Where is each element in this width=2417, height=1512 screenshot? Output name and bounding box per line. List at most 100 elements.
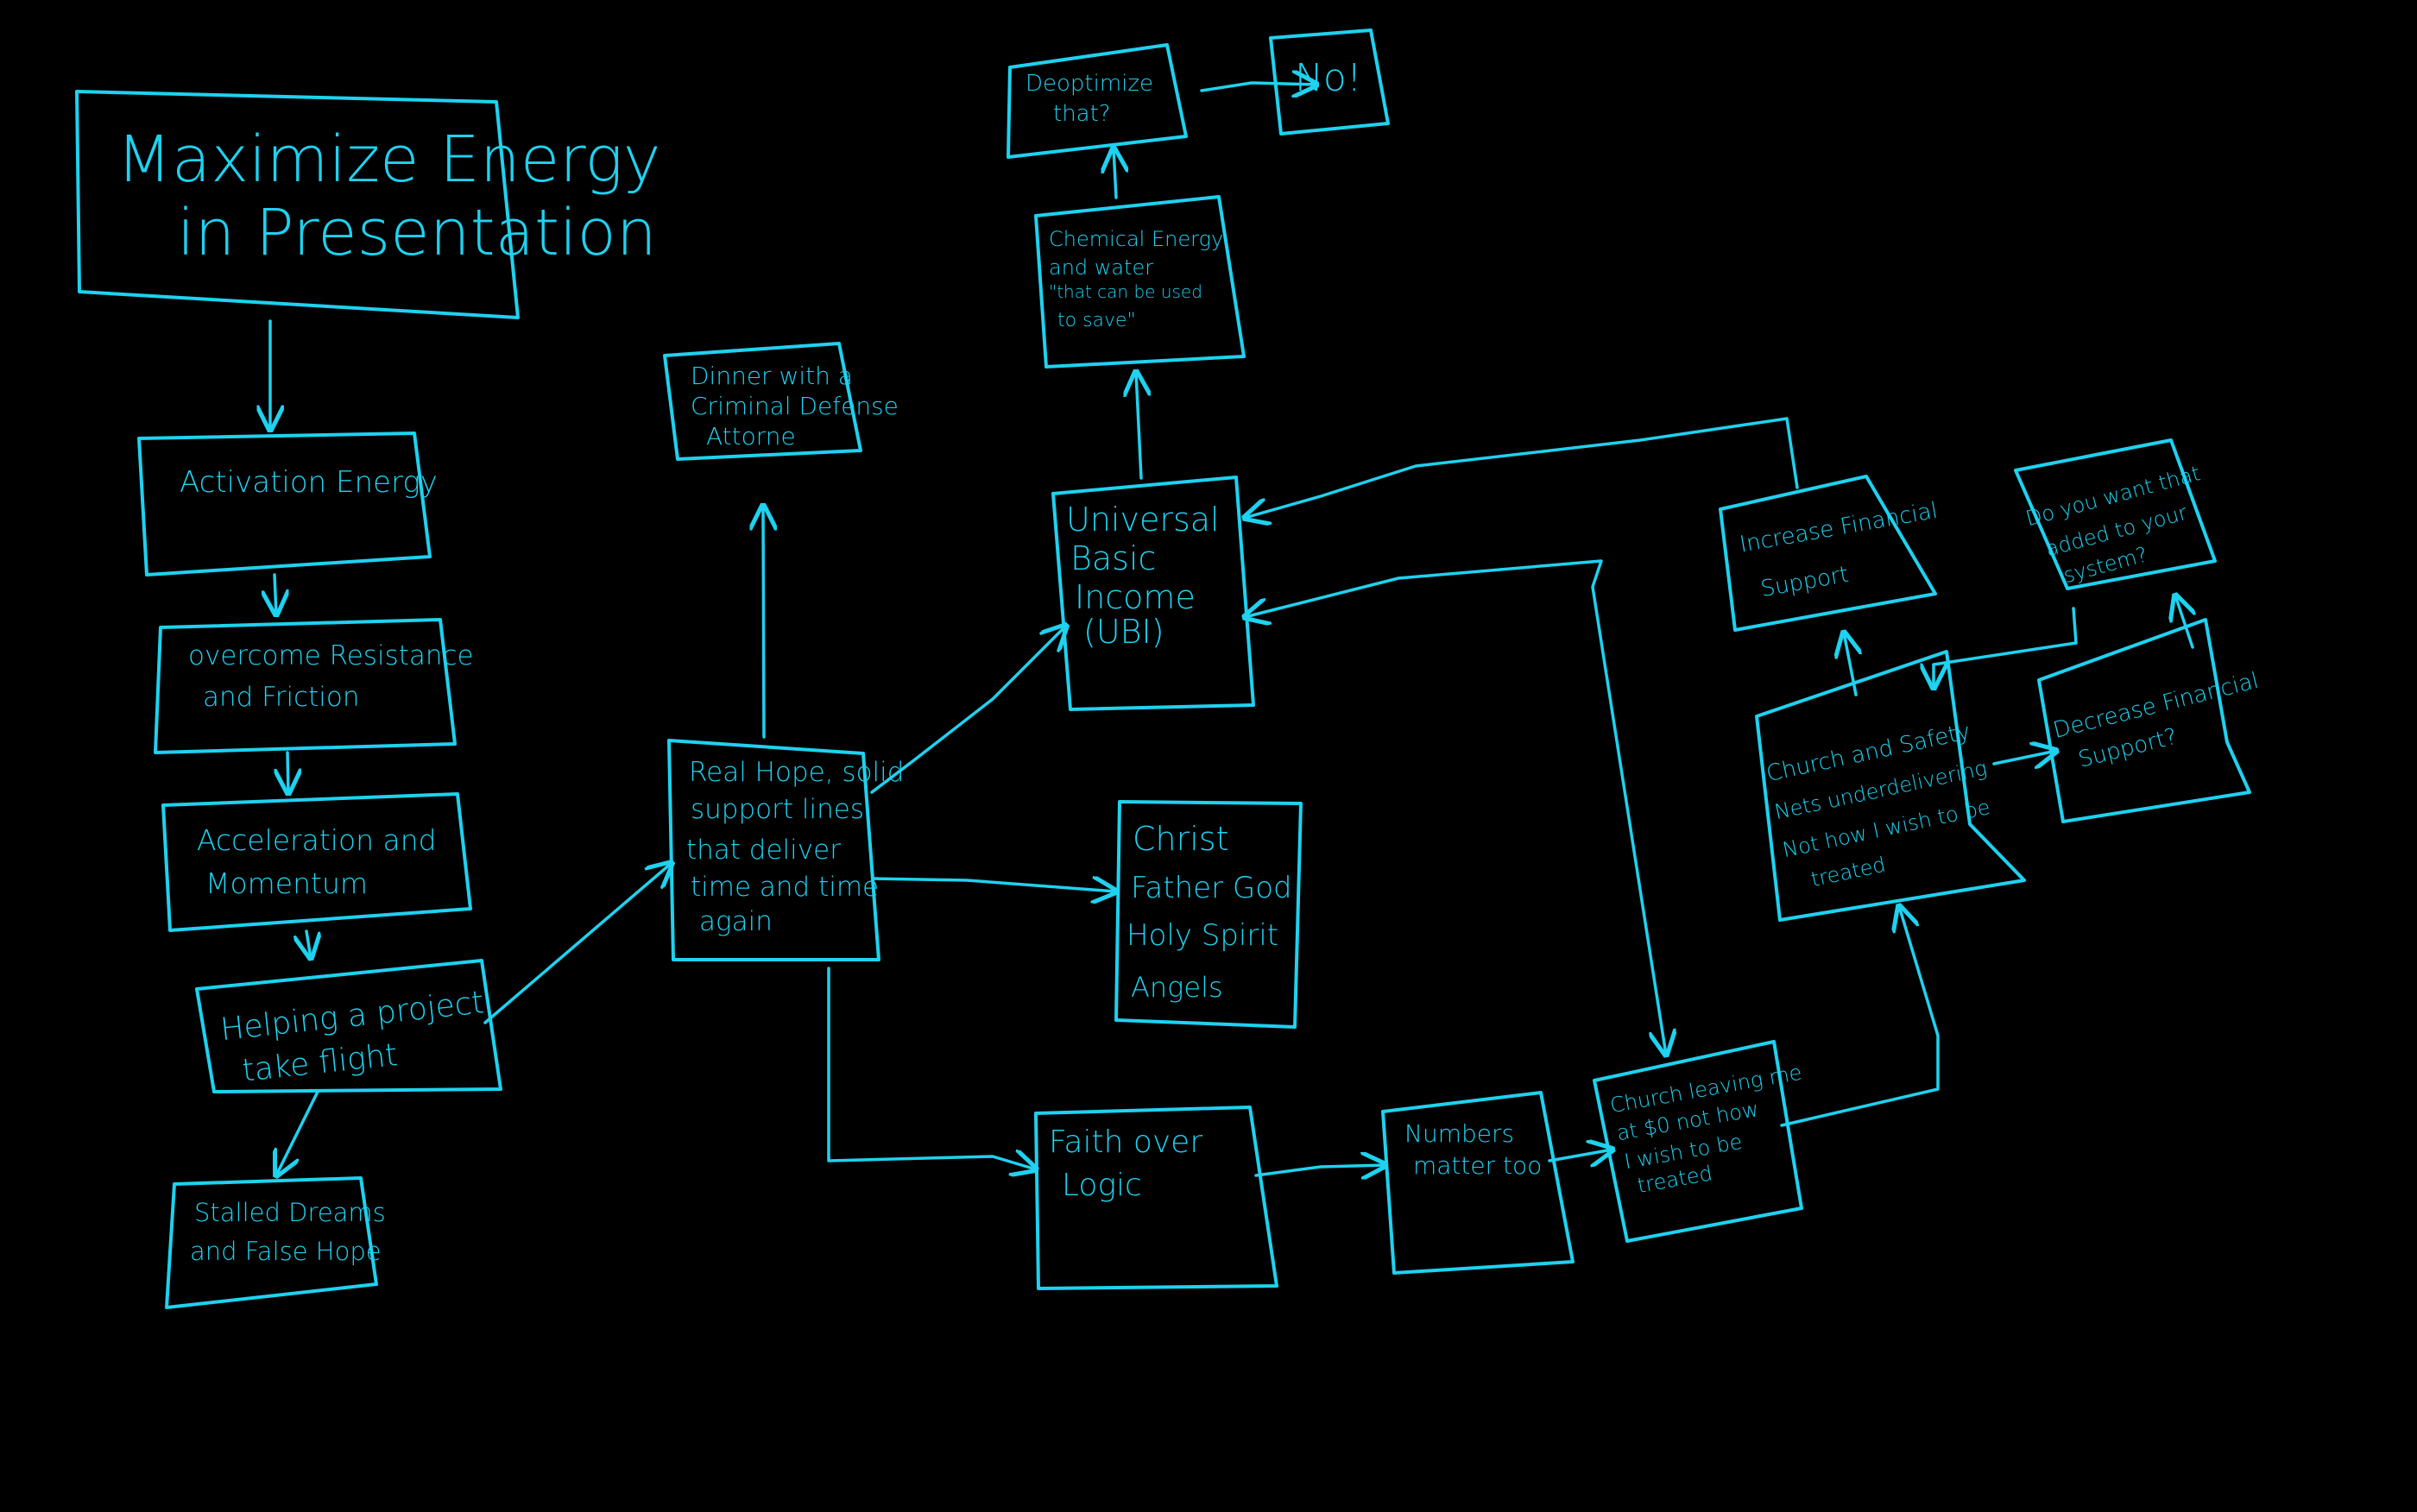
svg-text:Increase FinancialSupport: Increase FinancialSupport	[1738, 498, 1947, 605]
title-line: in Presentation	[177, 196, 657, 270]
node-label: "that can be used	[1049, 281, 1202, 302]
node-label: Activation Energy	[180, 465, 438, 500]
node-deoptimize: Deoptimize that?	[1007, 43, 1188, 159]
node-label: Numbers	[1404, 1119, 1514, 1148]
node-label: (UBI)	[1083, 613, 1164, 651]
node-label: Support	[1758, 562, 1850, 602]
node-label: Income	[1075, 578, 1196, 616]
node-label: Christ	[1133, 820, 1229, 858]
node-label: Criminal Defense	[691, 392, 899, 420]
arrow-church-leaving-to-church-safety	[1780, 906, 1940, 1127]
node-label: Attorne	[706, 422, 796, 450]
node-label: matter too	[1413, 1151, 1542, 1180]
arrow-ubi-to-chemical	[1136, 372, 1141, 480]
arrow-church-safety-to-decrease	[1992, 751, 2056, 764]
node-label: Momentum	[205, 866, 368, 900]
node-church-leaving: Church leaving meat $0 not howI wish to …	[1593, 1040, 1818, 1243]
node-label: to save"	[1057, 310, 1136, 331]
node-label: again	[699, 906, 773, 937]
node-label: Logic	[1062, 1168, 1142, 1203]
node-label: Dinner with a	[691, 362, 853, 390]
arrow-decrease-to-do-you-want	[2175, 595, 2193, 649]
node-label: Basic	[1070, 539, 1156, 577]
node-numbers-matter: Numbers matter too	[1381, 1091, 1575, 1275]
node-label: that?	[1053, 101, 1111, 127]
node-label: and water	[1049, 255, 1153, 280]
svg-text:Church leaving meat $0 not how: Church leaving meat $0 not howI wish to …	[1608, 1061, 1818, 1200]
arrow-numbers-to-church-leaving	[1548, 1150, 1612, 1161]
node-label: Deoptimize	[1025, 71, 1153, 97]
node-label: Chemical Energy	[1049, 227, 1223, 251]
arrow-activation-to-overcome	[275, 573, 276, 614]
node-label: and False Hope	[190, 1237, 382, 1266]
node-label: overcome Resistance	[188, 640, 474, 671]
node-label: and Friction	[203, 682, 360, 713]
node-label: Helping a project	[218, 985, 485, 1048]
svg-text:Activation Energy: Activation Energy	[180, 465, 438, 500]
node-label: support lines	[691, 794, 864, 825]
node-label: Angels	[1131, 971, 1223, 1004]
arrow-acceleration-to-helping	[306, 929, 311, 958]
node-label: Holy Spirit	[1126, 918, 1278, 953]
node-label: Acceleration and	[197, 823, 437, 857]
title-line: Maximize Energy	[117, 123, 661, 197]
node-label: time and time	[691, 872, 879, 903]
node-overcome-resistance: overcome Resistance and Friction	[154, 618, 474, 754]
node-helping-project: Helping a projecttake flight	[195, 959, 502, 1093]
node-stalled-dreams: Stalled Dreams and False Hope	[165, 1176, 386, 1309]
node-label: Real Hope, solid	[689, 757, 904, 788]
arrow-real-hope-to-dinner	[763, 506, 764, 739]
edges	[270, 83, 2193, 1175]
node-church-safety: Church and SafetyNets underdeliveringNot…	[1755, 650, 2026, 922]
arrow-overcome-to-acceleration	[287, 751, 288, 793]
node-no: No!	[1269, 28, 1390, 135]
svg-text:Do you want thatadded to yours: Do you want thatadded to yoursystem?	[2023, 461, 2219, 593]
node-label: that deliver	[686, 835, 841, 866]
arrow-increase-to-ubi	[1245, 417, 1799, 518]
arrow-real-hope-to-christ	[872, 879, 1116, 891]
node-label: take flight	[241, 1037, 400, 1089]
node-label: treated	[1808, 853, 1888, 892]
arrow-helping-to-real-hope	[483, 863, 672, 1024]
arrow-do-you-want-to-church-safety	[1934, 607, 2078, 688]
svg-text:Helping a projecttake flight: Helping a projecttake flight	[218, 985, 489, 1091]
arrow-helping-to-stalled	[276, 1090, 319, 1175]
arrow-deoptimize-to-no	[1200, 83, 1316, 91]
node-chemical-energy: Chemical Energy and water"that can be use…	[1034, 195, 1246, 369]
node-label: Stalled Dreams	[194, 1198, 386, 1227]
node-real-hope: Real Hope, solid support lines that delive…	[667, 739, 904, 961]
svg-text:Church and SafetyNets underdel: Church and SafetyNets underdeliveringNot…	[1764, 717, 2004, 897]
arrow-chemical-to-deoptimize	[1114, 148, 1116, 199]
arrow-real-hope-to-faith	[827, 967, 1036, 1169]
node-label: Father God	[1131, 871, 1292, 905]
node-label: Faith over	[1049, 1125, 1202, 1160]
node-increase-support: Increase FinancialSupport	[1719, 475, 1947, 632]
arrow-church-leaving-to-ubi	[1245, 559, 1666, 1055]
node-label: No!	[1295, 56, 1361, 100]
node-do-you-want: Do you want thatadded to yoursystem?	[2014, 438, 2219, 593]
node-decrease-support: Decrease FinancialSupport?	[2037, 618, 2262, 823]
arrow-real-hope-to-ubi	[870, 626, 1066, 794]
node-label: Universal	[1066, 501, 1220, 539]
arrow-faith-to-numbers	[1254, 1165, 1385, 1175]
node-activation-energy: Activation Energy	[137, 432, 438, 576]
